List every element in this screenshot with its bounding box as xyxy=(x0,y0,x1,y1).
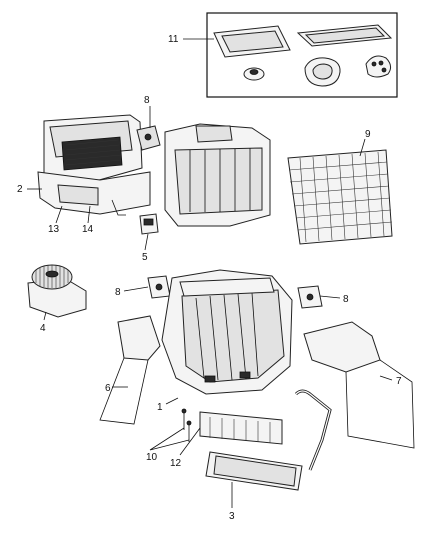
callout-12: 12 xyxy=(170,458,182,469)
callout-5: 5 xyxy=(142,252,148,263)
seal-ring xyxy=(304,57,341,87)
module-5 xyxy=(139,213,159,235)
callout-8-top: 8 xyxy=(144,95,150,106)
actuator-left xyxy=(147,275,171,299)
panel-3 xyxy=(205,451,303,491)
actuator-top xyxy=(136,125,161,151)
blower-motor xyxy=(27,264,87,318)
cabin-air-filter xyxy=(287,149,393,245)
lower-hvac-housing xyxy=(161,269,293,395)
actuator-right xyxy=(297,285,323,309)
grommet xyxy=(243,67,265,81)
callout-labels: 11 8 9 2 13 14 5 4 8 8 6 1 10 12 7 3 xyxy=(17,34,402,522)
inset-box-kit xyxy=(206,12,398,98)
callout-11: 11 xyxy=(168,34,179,45)
callout-14: 14 xyxy=(82,224,94,235)
seal-strip-right xyxy=(296,24,393,47)
callout-10: 10 xyxy=(146,452,158,463)
callout-2: 2 xyxy=(17,184,23,195)
evaporator-core-mesh xyxy=(61,136,123,171)
duct-right xyxy=(303,321,415,449)
callout-8-left: 8 xyxy=(115,287,121,298)
callout-3: 3 xyxy=(229,511,235,522)
callout-6: 6 xyxy=(105,383,111,394)
callout-1: 1 xyxy=(157,402,163,413)
seal-frame-left xyxy=(213,25,291,58)
callout-4: 4 xyxy=(40,323,46,334)
cap-piece xyxy=(365,55,392,78)
upper-hvac-housing xyxy=(37,114,271,235)
callout-13: 13 xyxy=(48,224,60,235)
duct-left xyxy=(99,315,161,425)
heater-tube xyxy=(294,389,332,471)
screw-pair xyxy=(181,408,192,442)
leader-lines xyxy=(27,38,393,508)
callout-7: 7 xyxy=(396,376,402,387)
callout-9: 9 xyxy=(365,129,371,140)
heater-core xyxy=(199,411,283,445)
callout-8-right: 8 xyxy=(343,294,349,305)
